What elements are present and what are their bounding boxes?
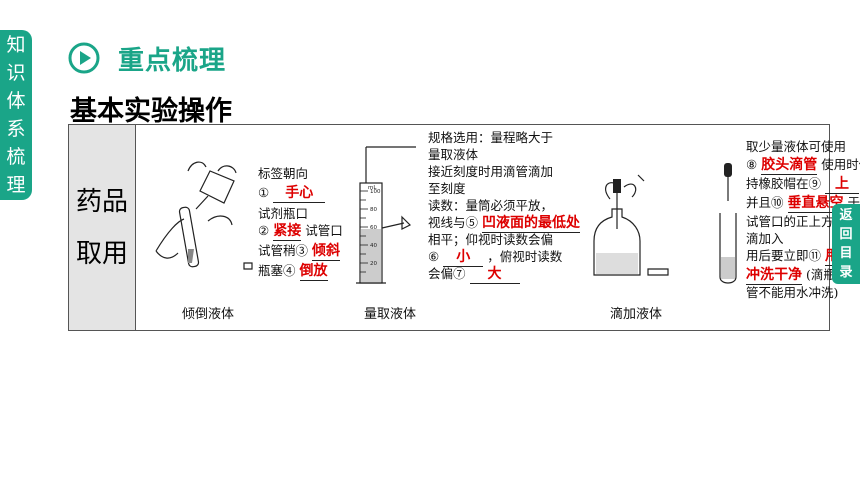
side-tab-char: 识 [6,62,26,84]
row-header-line: 取用 [75,238,128,269]
measure-line-7: 相平；仰视时读数会偏 [428,232,554,247]
measure-line-9-prefix: 会偏⑦ [428,266,466,281]
pour-line-5-prefix: 试管稍③ [258,243,309,258]
pour-line-6-prefix: 瓶塞④ [258,263,296,278]
header-title: 重点梳理 [118,45,227,76]
dropper-illustration [593,174,669,276]
measure-line-6-prefix: 视线与⑤ [428,215,479,230]
drop-line-4: 并且⑩ 垂直悬空 于 [746,194,860,213]
answer-1: 手心 [273,185,326,203]
pour-liquid-illustration [155,161,253,270]
return-tab-char: 目 [839,246,853,261]
answer-2: 紧接 [273,223,302,241]
test-tube-dropper-illustration [719,163,737,284]
cylinder-tick: 20 [370,261,377,267]
measure-line-1: 规格选用：量程略大于 [428,130,554,145]
answer-11-continued: 冲洗干净 [746,267,802,285]
return-tab-char: 返 [839,208,853,223]
answer-7: 大 [469,266,520,284]
measure-line-6: 视线与⑤ 凹液面的最低处 [428,214,580,233]
drop-line-5: 试管口的正上方，逐 [746,214,859,229]
drop-line-9: 管不能用水冲洗) [746,285,839,300]
pour-line-1: 标签朝向 [258,166,309,181]
pour-num-2: ② [258,223,270,238]
cylinder-tick: 60 [370,225,377,231]
measuring-cylinder-illustration: mL 100 80 60 40 20 [356,146,416,284]
measure-caption: 量取液体 [364,307,417,322]
return-tab-char: 回 [839,227,853,242]
measure-line-8: ⑥ 小 ，俯视时读数 [428,248,562,267]
pour-line-4: ② 紧接 试管口 [258,222,343,241]
side-tab-char: 知 [6,34,26,56]
play-icon [68,42,100,74]
cylinder-unit: mL [368,185,377,191]
answer-4: 倒放 [299,263,328,281]
measure-line-8-suffix: ，俯视时读数 [487,249,563,264]
drop-num-8: ⑧ [746,157,758,172]
answer-8: 胶头滴管 [761,157,818,175]
drop-line-2: ⑧ 胶头滴管 使用时保 [746,156,860,175]
answer-9: 上 [825,176,859,194]
answer-5: 凹液面的最低处 [482,215,580,233]
measure-num-6: ⑥ [428,249,440,264]
drop-caption: 滴加液体 [610,307,663,322]
table-content: 标签朝向 ① 手心 试剂瓶口 ② 紧接 试管口 试管稍③ 倾斜 瓶塞④ 倒放 倾… [136,125,860,330]
pour-line-4-suffix: 试管口 [305,223,343,238]
pour-caption: 倾倒液体 [182,307,235,322]
experiment-table: 药品 取用 标签朝向 ① 手心 试剂瓶口 ② 紧接 [68,124,860,331]
pour-line-5: 试管稍③ 倾斜 [258,242,340,261]
row-header: 药品 取用 [69,125,136,330]
side-tab-char: 体 [6,90,26,112]
pour-line-2: ① 手心 [258,184,326,203]
return-to-contents-button[interactable]: 返 回 目 录 [832,204,860,284]
measure-line-4: 至刻度 [428,181,466,196]
measure-line-2: 量取液体 [428,147,479,162]
cylinder-tick: 100 [370,189,381,195]
measure-line-9: 会偏⑦ 大 [428,265,520,284]
drop-line-3-prefix: 持橡胶帽在⑨ [746,176,822,191]
measure-line-5: 读数：量筒必须平放， [428,198,554,213]
answer-3: 倾斜 [312,243,340,261]
side-tab-char: 系 [6,118,26,140]
drop-line-3: 持橡胶帽在⑨ 上 ， [746,175,860,194]
measure-line-3: 接近刻度时用滴管滴加 [428,164,554,179]
header: 重点梳理 [68,38,226,78]
return-tab-char: 录 [839,265,853,280]
pour-line-6: 瓶塞④ 倒放 [258,262,328,281]
drop-line-7-prefix: 用后要立即⑪ [746,248,822,263]
cylinder-tick: 80 [370,207,377,213]
drop-line-2-suffix: 使用时保 [821,157,860,172]
answer-10: 垂直悬空 [787,195,844,213]
cylinder-tick: 40 [370,243,377,249]
row-header-line: 药品 [75,186,128,217]
pour-num-1: ① [258,185,270,200]
drop-line-4-prefix: 并且⑩ [746,195,784,210]
section-title: 基本实验操作 [70,96,232,127]
side-tab-char: 梳 [6,146,26,168]
drop-line-6: 滴加入 [746,231,784,246]
drop-line-1: 取少量液体可使用 [746,139,847,154]
pour-line-3: 试剂瓶口 [258,206,309,221]
side-tab-char: 理 [6,174,26,196]
answer-6: 小 [443,249,484,267]
side-tab-knowledge-system[interactable]: 知 识 体 系 梳 理 [0,30,32,200]
